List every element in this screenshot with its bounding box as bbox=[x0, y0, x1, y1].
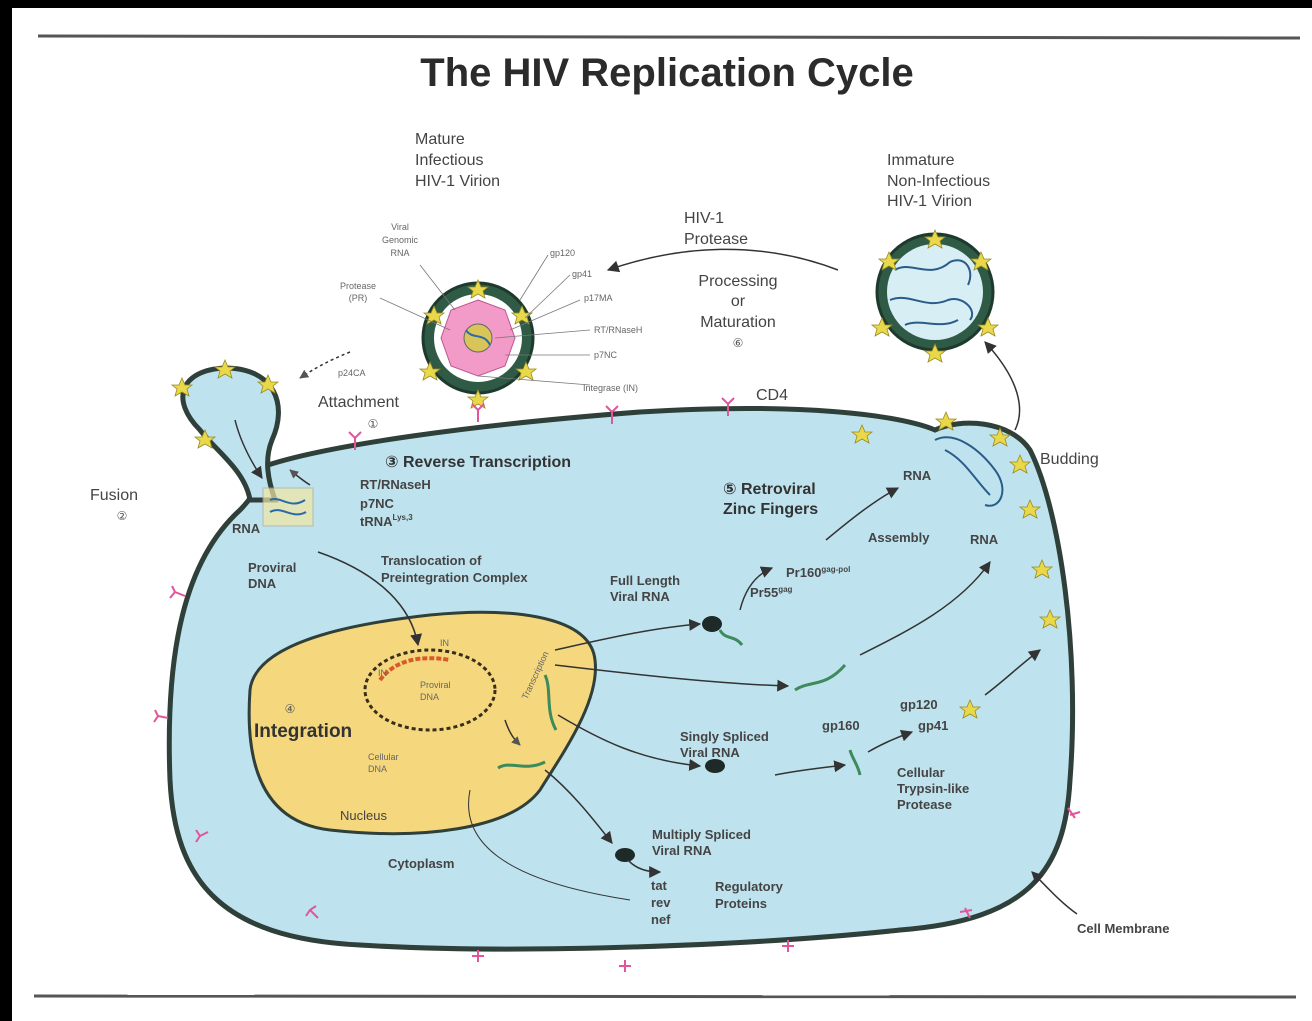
trypsin-label-1: Cellular bbox=[897, 765, 945, 780]
integrase-label: Integrase (IN) bbox=[583, 383, 638, 393]
mature-label-1: Mature bbox=[415, 131, 465, 148]
viral-rna-label-3: RNA bbox=[390, 248, 409, 258]
cellular-dna-label-1: Cellular bbox=[368, 752, 399, 762]
processing-label-1: Processing bbox=[698, 273, 777, 290]
cell-membrane-label: Cell Membrane bbox=[1077, 921, 1169, 936]
p17ma-label: p17MA bbox=[584, 293, 613, 303]
rt-part-label: RT/RNaseH bbox=[594, 325, 642, 335]
proviral-dna-inner-1: Proviral bbox=[420, 680, 451, 690]
in-label-2: IN bbox=[378, 668, 387, 678]
regulatory-label-2: Proteins bbox=[715, 896, 767, 911]
mature-label-3: HIV-1 Virion bbox=[415, 173, 500, 190]
immature-label-2: Non-Infectious bbox=[887, 173, 990, 190]
gp160-label: gp160 bbox=[822, 718, 860, 733]
rev-label: rev bbox=[651, 895, 671, 910]
tat-label: tat bbox=[651, 878, 668, 893]
p7nc-part-label: p7NC bbox=[594, 350, 618, 360]
full-length-label-1: Full Length bbox=[610, 573, 680, 588]
hiv-cycle-diagram: The HIV Replication Cycle bbox=[12, 8, 1312, 1021]
rna-label: RNA bbox=[232, 521, 261, 536]
processing-label-2: or bbox=[731, 293, 746, 310]
singly-spliced-label-1: Singly Spliced bbox=[680, 729, 769, 744]
protease-label-2: (PR) bbox=[349, 293, 368, 303]
p7nc-label: p7NC bbox=[360, 496, 395, 511]
full-length-label-2: Viral RNA bbox=[610, 589, 670, 604]
rt-rnaseh-label: RT/RNaseH bbox=[360, 477, 431, 492]
cd4-label: CD4 bbox=[756, 387, 788, 404]
proviral-dna-label-2: DNA bbox=[248, 576, 277, 591]
immature-label-3: HIV-1 Virion bbox=[887, 193, 972, 210]
assembly-label: Assembly bbox=[868, 530, 930, 545]
translocation-label-1: Translocation of bbox=[381, 553, 482, 568]
proviral-dna-label-1: Proviral bbox=[248, 560, 296, 575]
fusion-label: Fusion bbox=[90, 487, 138, 504]
protease-step-label-1: HIV-1 bbox=[684, 210, 724, 227]
attachment-number: ① bbox=[368, 417, 379, 431]
preintegration-complex bbox=[263, 488, 313, 526]
multiply-spliced-label-1: Multiply Spliced bbox=[652, 827, 751, 842]
reverse-transcription-label: ③ Reverse Transcription bbox=[385, 454, 571, 471]
protease-step-label-2: Protease bbox=[684, 231, 748, 248]
regulatory-label-1: Regulatory bbox=[715, 879, 784, 894]
zinc-fingers-label-1: ⑤ Retroviral bbox=[723, 481, 816, 498]
multiply-spliced-label-2: Viral RNA bbox=[652, 843, 712, 858]
attachment-label: Attachment bbox=[318, 394, 399, 411]
viral-rna-label-2: Genomic bbox=[382, 235, 419, 245]
mature-label-2: Infectious bbox=[415, 152, 483, 169]
gp120-part-label: gp120 bbox=[550, 248, 575, 258]
gp41-part-label: gp41 bbox=[572, 269, 592, 279]
gp120-label: gp120 bbox=[900, 697, 938, 712]
fusion-number: ② bbox=[117, 509, 128, 523]
processing-number: ⑥ bbox=[733, 336, 744, 350]
viral-rna-label-1: Viral bbox=[391, 222, 409, 232]
nucleus-label: Nucleus bbox=[340, 808, 387, 823]
diagram-title: The HIV Replication Cycle bbox=[420, 51, 913, 95]
top-rule bbox=[38, 36, 1300, 38]
rna-top-label: RNA bbox=[903, 468, 932, 483]
nef-label: nef bbox=[651, 912, 671, 927]
mature-virion bbox=[423, 283, 533, 393]
immature-label-1: Immature bbox=[887, 152, 955, 169]
singly-spliced-label-2: Viral RNA bbox=[680, 745, 740, 760]
trypsin-label-3: Protease bbox=[897, 797, 952, 812]
integration-label: Integration bbox=[254, 721, 352, 742]
trypsin-label-2: Trypsin-like bbox=[897, 781, 969, 796]
in-label-1: IN bbox=[440, 638, 449, 648]
translocation-label-2: Preintegration Complex bbox=[381, 570, 528, 585]
bottom-rule bbox=[34, 996, 1296, 997]
diagram-canvas: The HIV Replication Cycle bbox=[12, 8, 1312, 1021]
protease-label-1: Protease bbox=[340, 281, 376, 291]
zinc-fingers-label-2: Zinc Fingers bbox=[723, 501, 818, 518]
proviral-dna-inner-2: DNA bbox=[420, 692, 439, 702]
p24ca-label: p24CA bbox=[338, 368, 366, 378]
cytoplasm-label: Cytoplasm bbox=[388, 856, 454, 871]
cellular-dna-label-2: DNA bbox=[368, 764, 387, 774]
integration-number: ④ bbox=[285, 702, 296, 716]
processing-label-3: Maturation bbox=[700, 314, 776, 331]
immature-virion bbox=[877, 234, 993, 350]
rna-right-label: RNA bbox=[970, 532, 999, 547]
budding-label: Budding bbox=[1040, 451, 1099, 468]
gp41-label: gp41 bbox=[918, 718, 948, 733]
